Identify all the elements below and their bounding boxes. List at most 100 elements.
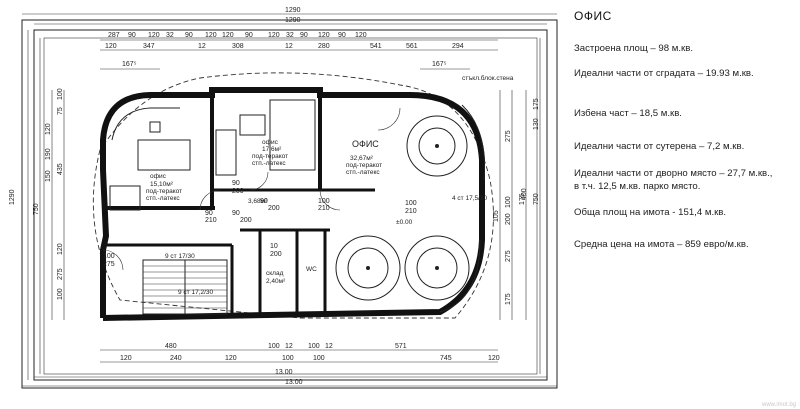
office2-desk-left [215, 129, 237, 176]
room-office-1: офис 15,10м² под-теракот стп.-латекс [146, 173, 182, 202]
room-main-office: ОФИС 32,67м² под-теракот стп.-латекс [346, 139, 382, 176]
door-swing-2 [249, 171, 269, 191]
opening-7: 200 [268, 205, 280, 212]
right-dim-6: 105 [493, 210, 500, 222]
door-swing-3 [319, 189, 341, 211]
top-seg2-5: 280 [318, 43, 330, 50]
building-outer-wall [100, 87, 485, 321]
watermark: www.imot.bg [761, 402, 796, 408]
bot-seg-3: 100 [308, 343, 320, 350]
office1-desk [137, 139, 191, 171]
room-office-2-floor: под-теракот [252, 153, 288, 160]
top-seg-13: 120 [355, 32, 367, 39]
main-round-table-left-center [366, 266, 370, 270]
right-dim-2: 275 [505, 130, 512, 142]
main-round-table-right [404, 235, 470, 301]
opening-5: 200 [240, 217, 252, 224]
top-seg2-4: 12 [285, 43, 293, 50]
stair-flight [142, 259, 228, 315]
left-dim-1: 75 [57, 107, 64, 115]
info-parking: в т.ч. 12,5 м.кв. парко място. [574, 181, 701, 192]
room-office-1-area: 15,10м² [150, 181, 174, 188]
top-seg-4: 90 [185, 32, 193, 39]
opening-12: 100 [103, 253, 115, 260]
info-title: ОФИС [574, 9, 612, 23]
room-office-1-floor: под-теракот [146, 188, 182, 195]
left-dim-6: 750 [33, 203, 40, 215]
bot-seg2-5: 745 [440, 355, 452, 362]
left-dim-9: 100 [57, 288, 64, 300]
door-swing-4 [377, 107, 401, 131]
top-extra-right: 167⁵ [432, 61, 447, 68]
right-dim-4: 400 [521, 188, 528, 200]
opening-15: 210 [405, 208, 417, 215]
info-total-area: Обща площ на имота - 151,4 м.кв. [574, 207, 727, 218]
right-dim-9: 175 [505, 293, 512, 305]
top-total-inner: 1290 [285, 17, 301, 24]
outer-frame-1 [21, 19, 558, 389]
opening-14: 100 [405, 200, 417, 207]
bot-seg-2: 12 [285, 343, 293, 350]
opening-13: 275 [103, 261, 115, 268]
room-office-2: офис 17,6м² под-теракот стп.-латекс [252, 139, 288, 167]
left-dim-0: 100 [57, 88, 64, 100]
top-seg-9: 32 [286, 32, 294, 39]
left-total: 1290 [9, 189, 16, 205]
left-dim-4: 150 [45, 170, 52, 182]
info-basement: Избена част – 18,5 м.кв. [574, 108, 682, 119]
top-seg-11: 120 [318, 32, 330, 39]
main-round-table-right-center [435, 266, 439, 270]
door-swing-5 [102, 249, 124, 271]
bot-seg2-2: 120 [225, 355, 237, 362]
outer-frame-3 [43, 37, 538, 375]
main-bay-arc-bottom [439, 239, 481, 313]
top-seg-3: 32 [166, 32, 174, 39]
info-building-share: Идеални части от сградата – 19.93 м.кв. [574, 68, 754, 79]
right-dim-8: 275 [505, 250, 512, 262]
bot-seg-0: 480 [165, 343, 177, 350]
left-dim-3: 190 [45, 148, 52, 160]
room-storage-label: склад [266, 270, 284, 277]
room-office-2-walls: стп.-латекс [252, 160, 286, 167]
bot-seg-5: 571 [395, 343, 407, 350]
top-seg-10: 90 [300, 32, 308, 39]
room-office-1-walls: стп.-латекс [146, 195, 180, 202]
opening-11: 210 [318, 205, 330, 212]
site-dashed-outline [92, 72, 494, 319]
room-main-office-label: ОФИС [352, 139, 379, 149]
right-dim-10: 175 [519, 193, 526, 205]
top-extra-left: 167⁵ [122, 61, 137, 68]
main-round-table-top-center [435, 144, 439, 148]
opening-4: 90 [232, 210, 240, 217]
room-storage-area: 2,40м² [266, 278, 286, 285]
main-round-table-top-inner [418, 127, 456, 165]
top-seg2-1: 347 [143, 43, 155, 50]
stair-note-1: 9 ст 17/30 [165, 253, 195, 260]
left-dim-8: 275 [57, 268, 64, 280]
room-main-office-floor: под-теракот [346, 162, 382, 169]
info-cellar-share: Идеални части от сутерена – 7,2 м.кв. [574, 141, 745, 152]
right-dim-3: 750 [533, 193, 540, 205]
top-seg2-8: 294 [452, 43, 464, 50]
bottom-total-outer: 13.00 [285, 379, 303, 386]
main-round-table-left [335, 235, 401, 301]
info-panel: ОФИС Застроена площ – 98 м.кв. Идеални ч… [574, 0, 800, 409]
opening-0: 90 [205, 210, 213, 217]
bot-seg2-1: 240 [170, 355, 182, 362]
office2-chair [239, 114, 266, 136]
top-seg-1: 90 [128, 32, 136, 39]
main-round-table-right-inner [416, 247, 458, 289]
top-seg-2: 120 [148, 32, 160, 39]
room-main-office-area: 32,67м² [350, 155, 374, 162]
opening-labels: 9021090200902009020010200100210100275100… [103, 180, 417, 268]
right-dim-5: 100 [505, 196, 512, 208]
room-main-office-walls: стп.-латекс [346, 169, 380, 176]
main-round-table-left-inner [347, 247, 389, 289]
opening-1: 210 [205, 217, 217, 224]
opening-6: 90 [260, 198, 268, 205]
